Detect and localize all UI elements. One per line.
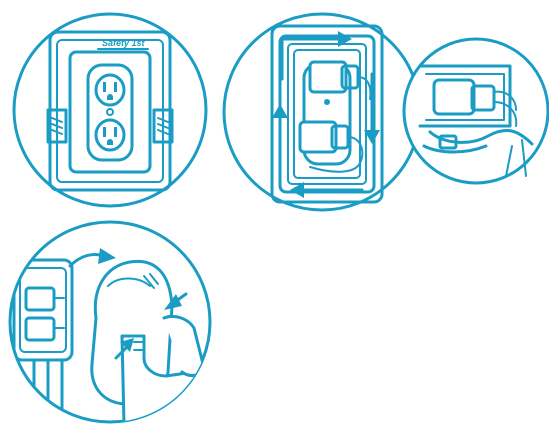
- step-1-outlet-cover: Safety 1st: [10, 10, 210, 210]
- cord-routing-icon: [222, 4, 422, 214]
- step-2-cord-routing: [222, 4, 422, 214]
- brand-label: Safety 1st: [102, 38, 146, 48]
- cord-exit-icon: [400, 36, 548, 186]
- outlet-cover-icon: Safety 1st: [10, 10, 210, 210]
- step-4-cover-removal: [4, 218, 216, 422]
- step-3-cord-exit: [400, 36, 548, 186]
- squeeze-release-icon: [4, 218, 216, 422]
